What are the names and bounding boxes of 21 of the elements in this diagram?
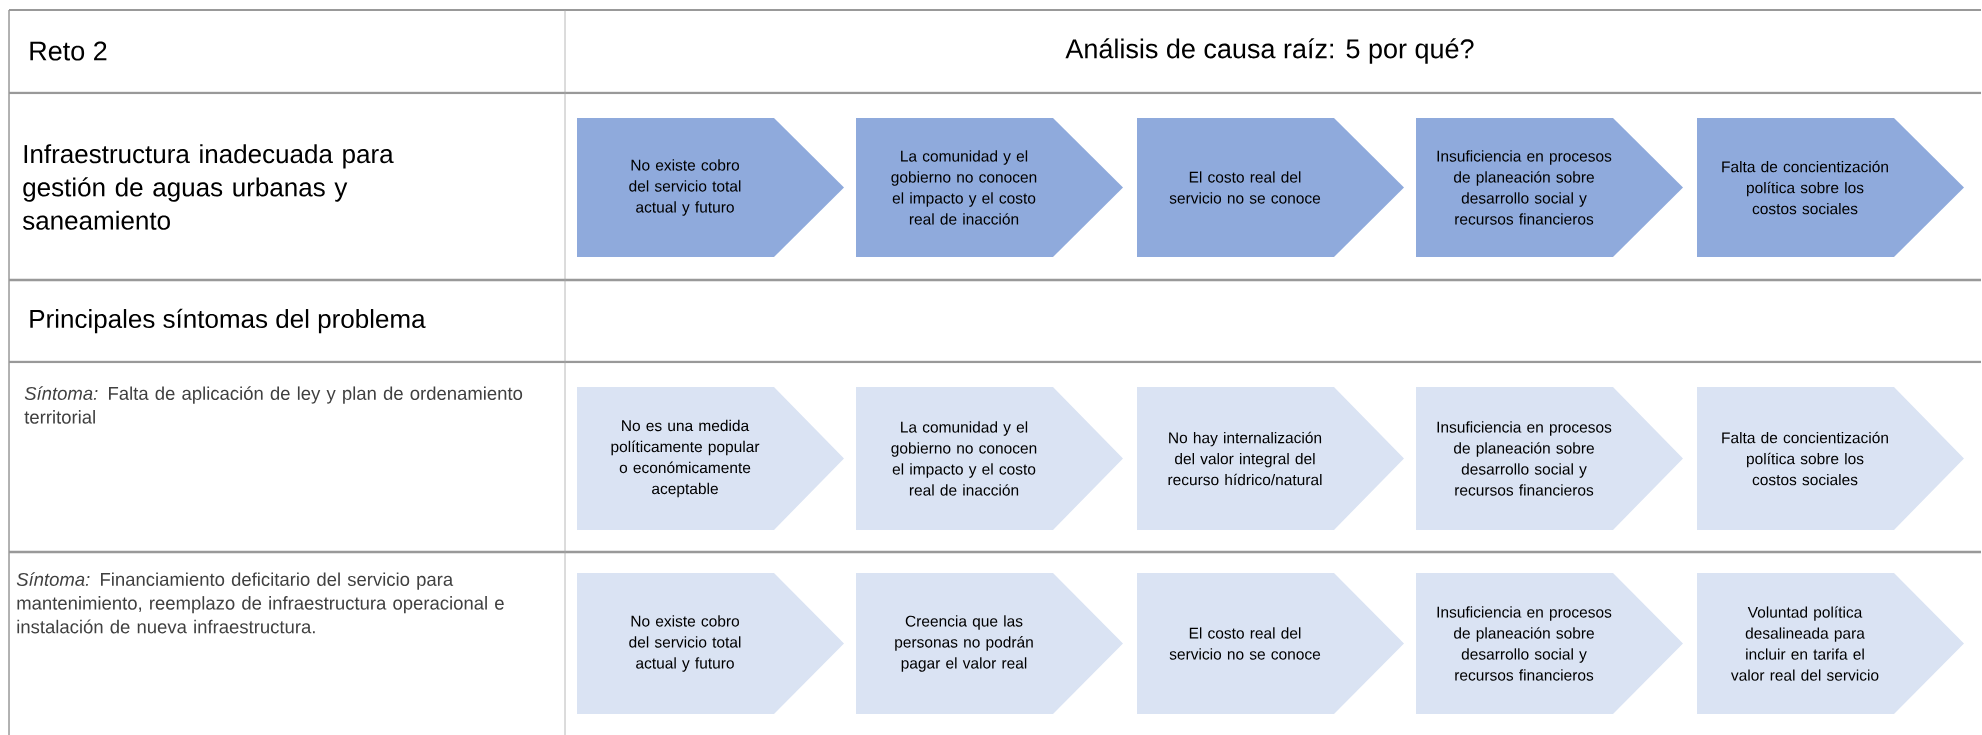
chevron-box: La comunidad y el gobierno no conocen el impacto y el costo real de inacción xyxy=(856,118,1123,257)
chevron-box: Insuficiencia en procesos de planeación sobre desarrollo social y recursos financieros xyxy=(1416,118,1683,257)
symptom-text: Síntoma: Financiamiento deficitario del servicio para mantenimiento, reemplazo de infraestructura operacional e instalación de nueva infraestructura. xyxy=(16,572,504,634)
chevron-box: No hay internalización del valor integral del recurso hídrico/natural xyxy=(1137,387,1404,530)
chevron-box: Falta de concientización política sobre los costos sociales xyxy=(1697,118,1964,257)
symptom-text: Síntoma: Falta de aplicación de ley y plan de ordenamiento territorial xyxy=(24,386,523,424)
chevron-box: Insuficiencia en procesos de planeación sobre desarrollo social y recursos financieros xyxy=(1416,387,1683,530)
chevron-box: No existe cobro del servicio total actual y futuro xyxy=(577,118,844,257)
chevron-box: Insuficiencia en procesos de planeación sobre desarrollo social y recursos financieros xyxy=(1416,573,1683,714)
chevron-box: Voluntad política desalineada para incluir en tarifa el valor real del servicio xyxy=(1697,573,1964,714)
table-heading: Reto 2 xyxy=(30,41,107,61)
row-heading: Infraestructura inadecuada para gestión de aguas urbanas y saneamiento xyxy=(22,144,394,230)
chevron-box: No existe cobro del servicio total actual y futuro xyxy=(577,573,844,714)
chevron-box: El costo real del servicio no se conoce xyxy=(1137,573,1404,714)
table-heading: Análisis de causa raíz: 5 por qué? xyxy=(1065,38,1474,64)
chevron-box: La comunidad y el gobierno no conocen el impacto y el costo real de inacción xyxy=(856,387,1123,530)
chevron-box: Falta de concientización política sobre los costos sociales xyxy=(1697,387,1964,530)
chevron-box: Creencia que las personas no podrán pagar el valor real xyxy=(856,573,1123,714)
row-heading: Principales síntomas del problema xyxy=(30,308,426,334)
chevron-box: No es una medida políticamente popular o económicamente aceptable xyxy=(577,387,844,530)
chevron-box: El costo real del servicio no se conoce xyxy=(1137,118,1404,257)
